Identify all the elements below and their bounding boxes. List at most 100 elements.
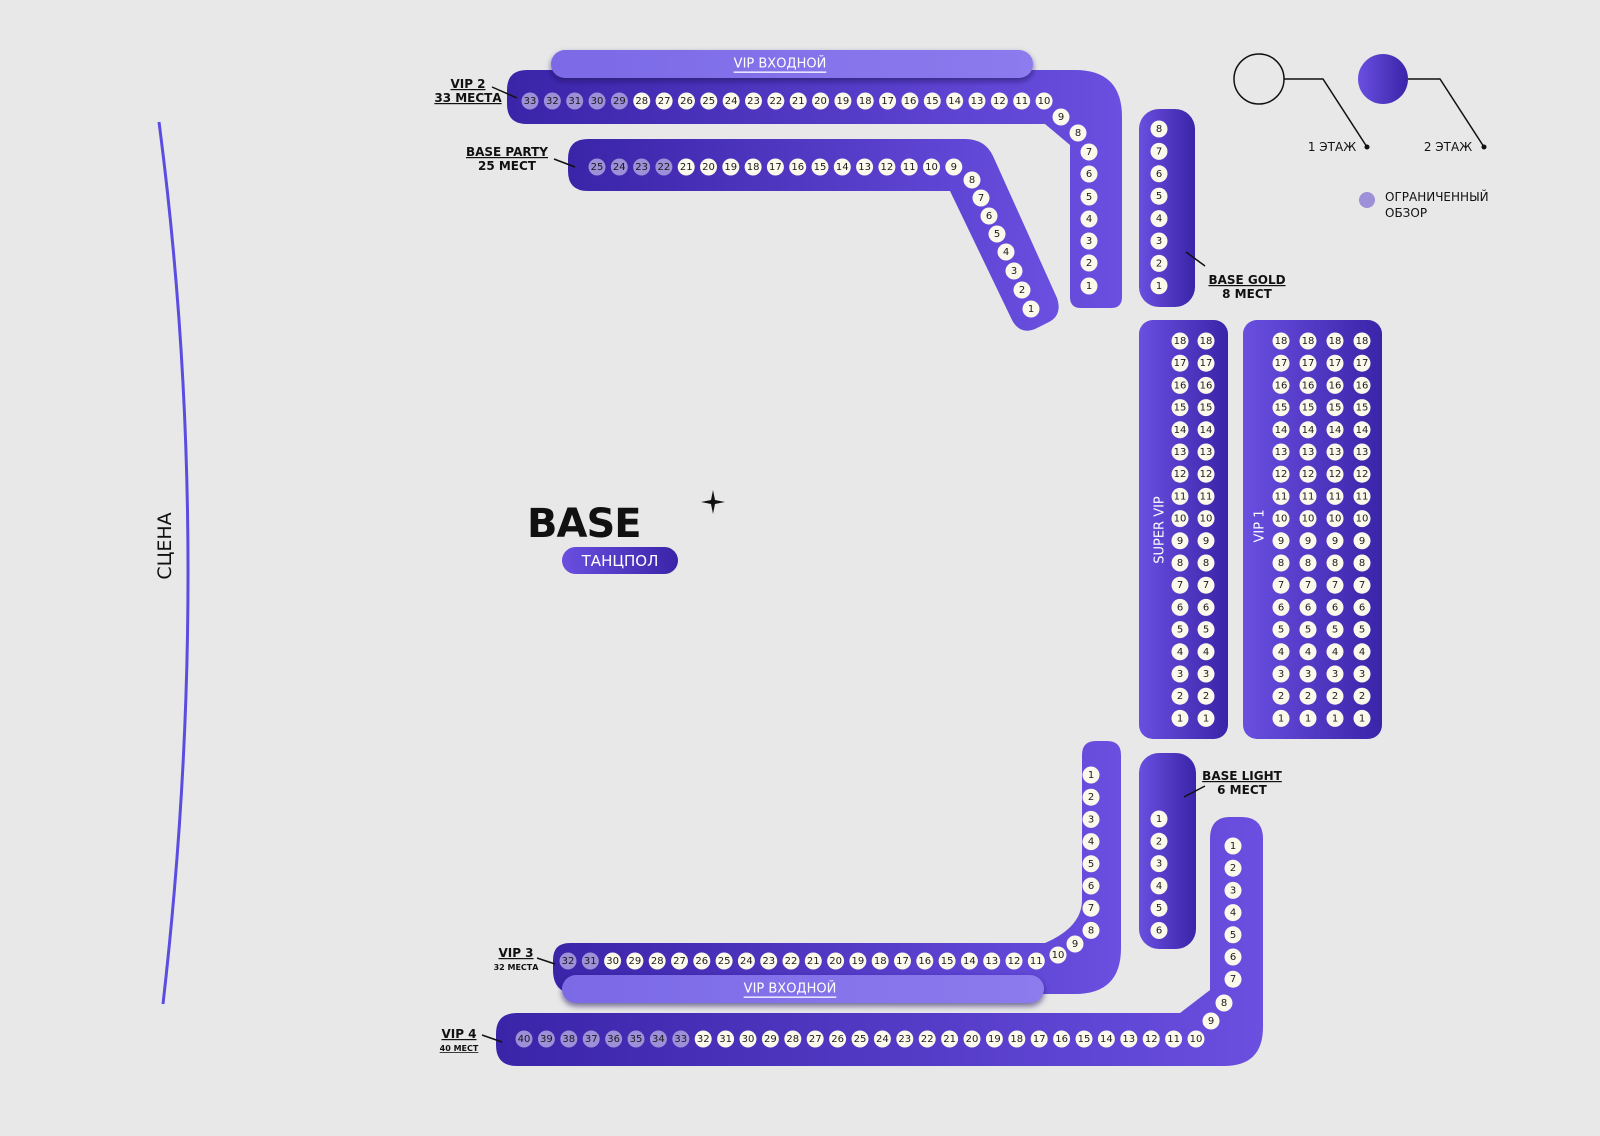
seat-vip4-14[interactable]: 14 [1097,1030,1115,1048]
seat-super_vip_c1-17[interactable]: 17 [1171,354,1189,372]
seat-circle[interactable] [1299,332,1317,350]
seat-base_gold-7[interactable]: 7 [1150,142,1168,160]
seat-vip3-1[interactable]: 1 [1082,766,1100,784]
seat-vip3-12[interactable]: 12 [1005,952,1023,970]
seat-circle[interactable] [1171,465,1189,483]
seat-circle[interactable] [633,158,651,176]
seat-super_vip_c2-9[interactable]: 9 [1197,532,1215,550]
seat-vip1_c4-15[interactable]: 15 [1353,399,1371,417]
seat-circle[interactable] [559,952,577,970]
seat-base_party-21[interactable]: 21 [677,158,695,176]
seat-circle[interactable] [677,158,695,176]
seat-circle[interactable] [901,92,919,110]
seat-vip1_c2-18[interactable]: 18 [1299,332,1317,350]
seat-circle[interactable] [1353,376,1371,394]
seat-vip1_c4-12[interactable]: 12 [1353,465,1371,483]
seat-circle[interactable] [1080,165,1098,183]
seat-vip1_c3-14[interactable]: 14 [1326,421,1344,439]
seat-vip1_c3-7[interactable]: 7 [1326,576,1344,594]
seat-circle[interactable] [767,92,785,110]
seat-super_vip_c1-16[interactable]: 16 [1171,376,1189,394]
seat-vip1_c3-1[interactable]: 1 [1326,709,1344,727]
seat-circle[interactable] [1150,855,1168,873]
seat-vip4-30[interactable]: 30 [739,1030,757,1048]
seat-vip3-26[interactable]: 26 [693,952,711,970]
seat-circle[interactable] [1150,210,1168,228]
seat-vip4-1[interactable]: 1 [1224,837,1242,855]
seat-super_vip_c1-6[interactable]: 6 [1171,598,1189,616]
seat-circle[interactable] [963,1030,981,1048]
seat-vip3-24[interactable]: 24 [737,952,755,970]
vip2-entry-button[interactable] [551,50,1033,78]
seat-circle[interactable] [894,952,911,970]
seat-circle[interactable] [1082,766,1100,784]
seat-base_gold-1[interactable]: 1 [1150,277,1168,295]
seat-circle[interactable] [1353,510,1371,528]
seat-vip1_c3-12[interactable]: 12 [1326,465,1344,483]
seat-vip1_c4-9[interactable]: 9 [1353,532,1371,550]
seat-vip3-11[interactable]: 11 [1027,952,1045,970]
seat-circle[interactable] [655,158,673,176]
seat-circle[interactable] [1272,510,1290,528]
seat-circle[interactable] [1326,598,1344,616]
seat-vip2-12[interactable]: 12 [990,92,1008,110]
seat-circle[interactable] [1299,709,1317,727]
seat-circle[interactable] [1353,687,1371,705]
seat-vip3-20[interactable]: 20 [827,952,845,970]
seat-base_party-10[interactable]: 10 [923,158,940,176]
seat-circle[interactable] [1013,92,1031,110]
seat-circle[interactable] [851,1030,869,1048]
seat-circle[interactable] [1080,210,1098,228]
seat-base_party-6[interactable]: 6 [980,207,998,225]
seat-circle[interactable] [581,952,599,970]
seat-circle[interactable] [1197,643,1215,661]
seat-circle[interactable] [1197,554,1215,572]
seat-circle[interactable] [1326,532,1344,550]
seat-circle[interactable] [988,225,1006,243]
seat-vip4-38[interactable]: 38 [560,1030,578,1048]
seat-vip1_c1-7[interactable]: 7 [1272,576,1290,594]
seat-vip3-29[interactable]: 29 [626,952,644,970]
seat-vip4-9[interactable]: 9 [1202,1012,1220,1030]
seat-circle[interactable] [766,158,784,176]
seat-circle[interactable] [1202,1012,1220,1030]
seat-base_party-22[interactable]: 22 [655,158,673,176]
seat-circle[interactable] [1197,376,1215,394]
seat-vip4-4[interactable]: 4 [1224,904,1242,922]
dancefloor[interactable]: BASE ТАНЦПОЛ [527,490,725,574]
seat-vip1_c2-5[interactable]: 5 [1299,621,1317,639]
seat-vip1_c1-2[interactable]: 2 [1272,687,1290,705]
seat-vip1_c4-2[interactable]: 2 [1353,687,1371,705]
seat-vip1_c3-2[interactable]: 2 [1326,687,1344,705]
seat-circle[interactable] [1171,332,1189,350]
seat-circle[interactable] [1075,1030,1093,1048]
seat-circle[interactable] [1299,598,1317,616]
seat-vip2-15[interactable]: 15 [923,92,941,110]
seat-circle[interactable] [918,1030,936,1048]
seat-circle[interactable] [1150,922,1168,939]
seat-circle[interactable] [923,158,940,176]
seat-vip1_c2-14[interactable]: 14 [1299,421,1317,439]
seat-circle[interactable] [784,1030,802,1048]
seat-vip1_c1-8[interactable]: 8 [1272,554,1290,572]
seat-circle[interactable] [1326,510,1344,528]
seat-super_vip_c1-4[interactable]: 4 [1171,643,1189,661]
seat-base_party-11[interactable]: 11 [900,158,918,176]
seat-super_vip_c1-18[interactable]: 18 [1171,332,1189,350]
seat-circle[interactable] [761,1030,779,1048]
seat-vip1_c2-10[interactable]: 10 [1299,510,1317,528]
seat-vip3-25[interactable]: 25 [715,952,733,970]
seat-base_party-5[interactable]: 5 [988,225,1006,243]
seat-base_gold-8[interactable]: 8 [1150,120,1168,138]
seat-circle[interactable] [782,952,800,970]
seat-super_vip_c1-12[interactable]: 12 [1171,465,1189,483]
seat-circle[interactable] [717,1030,735,1048]
seat-vip4-25[interactable]: 25 [851,1030,869,1048]
seat-vip2-32[interactable]: 32 [543,92,561,110]
seat-circle[interactable] [990,92,1008,110]
seat-vip4-3[interactable]: 3 [1224,881,1242,899]
seat-vip4-17[interactable]: 17 [1030,1030,1048,1048]
seat-base_party-18[interactable]: 18 [744,158,762,176]
seat-circle[interactable] [829,1030,847,1048]
seat-circle[interactable] [626,952,644,970]
